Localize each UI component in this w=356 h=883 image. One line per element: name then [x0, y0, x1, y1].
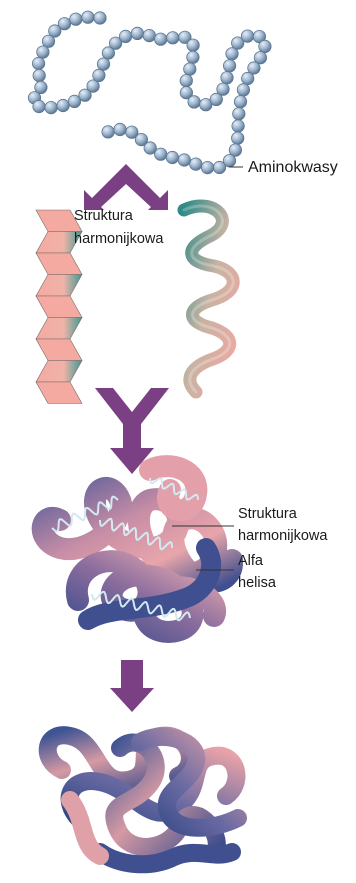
down-arrow-icon — [110, 660, 154, 712]
fold-sheet-label-line2: harmonijkowa — [238, 528, 328, 544]
fold-helix-label-line1: Alfa — [238, 553, 264, 569]
beta-sheet-label-line1: Struktura — [74, 208, 134, 224]
amino-acid-bead — [217, 83, 229, 95]
beta-strand-segment — [36, 339, 82, 361]
amino-acid-bead — [237, 84, 249, 96]
amino-acid-bead — [166, 151, 178, 163]
amino-acid-bead — [131, 27, 143, 39]
amino-acid-bead — [184, 63, 196, 75]
amino-acid-bead — [37, 46, 49, 58]
amino-acid-bead — [57, 99, 69, 111]
folded-structure — [43, 466, 232, 632]
fold-sheet-label-line1: Struktura — [238, 506, 298, 522]
amino-acid-bead — [190, 158, 202, 170]
amino-acid-bead — [33, 100, 45, 112]
amino-acid-bead — [45, 101, 57, 113]
amino-acid-bead — [180, 75, 192, 87]
amino-acid-bead — [232, 132, 244, 144]
amino-acid-bead — [187, 51, 199, 63]
amino-acid-bead — [143, 29, 155, 41]
amino-acid-bead — [167, 32, 179, 44]
beta-strand-segment — [36, 361, 82, 383]
amino-acid-bead — [178, 154, 190, 166]
amino-acid-bead — [221, 72, 233, 84]
amino-acid-bead — [94, 12, 106, 24]
amino-acid-bead — [32, 57, 44, 69]
beta-strand-segment — [36, 253, 82, 275]
amino-acid-bead — [242, 72, 254, 84]
amino-acid-bead — [187, 39, 199, 51]
amino-acid-bead — [201, 161, 213, 173]
beta-sheet-label-line2: harmonijkowa — [74, 231, 164, 247]
amino-acid-bead — [102, 126, 114, 138]
amino-acid-bead — [259, 40, 271, 52]
amino-acids-label: Aminokwasy — [248, 159, 338, 176]
amino-acid-bead — [241, 30, 253, 42]
fold-helix-label-line2: helisa — [238, 575, 277, 591]
amino-acid-bead — [126, 126, 138, 138]
beta-strand-segment — [36, 296, 82, 318]
alpha-helix-ribbon — [184, 206, 233, 392]
beta-strand-segment — [36, 318, 82, 340]
amino-acid-bead — [188, 96, 200, 108]
amino-acid-bead — [234, 96, 246, 108]
amino-acid-chain — [28, 11, 271, 174]
amino-acid-bead — [223, 60, 235, 72]
globular-protein — [48, 735, 238, 864]
amino-acid-bead — [82, 11, 94, 23]
double-chevron-arrow-icon — [84, 164, 168, 210]
beta-strand-segment — [36, 275, 82, 297]
amino-acid-bead — [213, 161, 225, 173]
amino-acid-bead — [232, 120, 244, 132]
amino-acid-bead — [93, 69, 105, 81]
amino-acid-bead — [33, 69, 45, 81]
amino-acid-bead — [155, 33, 167, 45]
amino-acid-bead — [233, 108, 245, 120]
amino-acid-bead — [114, 123, 126, 135]
amino-acid-bead — [70, 13, 82, 25]
amino-acid-bead — [97, 58, 109, 70]
amino-acid-bead — [119, 30, 131, 42]
beta-strand-segment — [36, 382, 82, 404]
